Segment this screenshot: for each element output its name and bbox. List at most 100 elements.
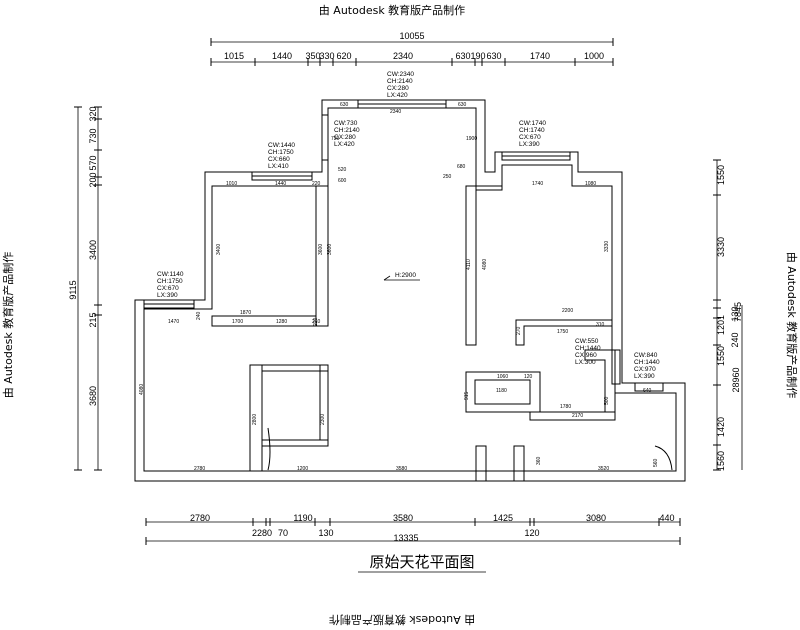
room-dim: 240 [196,311,202,320]
spec-line: CH:2140 [334,127,360,134]
room-dim: 640 [643,388,652,394]
top-seg: 2340 [393,51,413,61]
spec-line: CH:1750 [157,278,183,285]
watermark-left: 由 Autodesk 教育版产品制作 [1,252,15,398]
room-dim: 1010 [226,181,237,187]
spec-line: LX:420 [334,141,355,148]
room-dim: 1470 [168,319,179,325]
top-seg: 1015 [224,51,244,61]
room-dim: 1200 [297,466,308,472]
room-dim: 4080 [482,259,488,270]
room-dim: 2300 [320,414,326,425]
room-dim: 680 [457,164,466,170]
spec-line: LX:390 [519,141,540,148]
wall-segment [261,364,329,372]
bottom-seg: 3080 [586,513,606,523]
spec-line: LX:420 [387,92,408,99]
bottom-seg: 130 [318,528,333,538]
room-dim: 730 [331,136,340,142]
room-dim: 1740 [532,181,543,187]
room-dim: 915 [464,391,470,400]
room-dim: 220 [313,317,319,326]
door-arc [654,445,673,471]
room-dim: 1280 [276,319,287,325]
drawing-title: 原始天花平面图 [369,553,474,571]
wall-segment [475,445,487,482]
spec-line: CH:1440 [634,359,660,366]
right-seg: 1201 [716,315,726,335]
bottom-total-label: 13335 [393,533,418,543]
spec-line: LX:390 [157,292,178,299]
spec-line: CW:1740 [519,120,546,127]
spec-line: CX:280 [387,85,409,92]
room-dim: 600 [338,178,347,184]
window-spec: CW:550 CH:1440 CX:960 LX:300 [575,338,601,366]
room-dim: 560 [653,458,659,467]
room-dim: 360 [536,456,542,465]
spec-line: LX:410 [268,163,289,170]
left-seg: 3680 [88,386,98,406]
right-dimensions: 1550 3330 130 240 1201 1550 1420 1560 78… [713,159,743,471]
bottom-seg: 70 [278,528,288,538]
room-dim: 220 [312,181,321,187]
spec-line: CX:670 [519,134,541,141]
window-spec: CW:730 CH:2140 CX:280 LX:420 [334,120,360,148]
interior-walls [211,185,673,482]
room-dim: 210 [312,319,321,325]
left-seg: 200 [88,172,98,187]
wall-segment [261,439,329,447]
window-spec: CW:1140 CH:1750 CX:670 LX:390 [157,271,184,299]
spec-line: CH:2140 [387,78,413,85]
spec-line: CH:1750 [268,149,294,156]
ceiling-height-marker: H:2900 [383,272,420,281]
room-dim: 2340 [390,109,401,115]
watermark-bottom: 由 Autodesk 教育版产品制作 [329,613,475,627]
room-dim: 1080 [585,181,596,187]
spec-line: CX:660 [268,156,290,163]
window-spec: CW:1740 CH:1740 CX:670 LX:390 [519,120,546,148]
room-dim: 1700 [232,319,243,325]
wall-segment [474,379,531,405]
window-spec: CW:840 CH:1440 CX:970 LX:390 [634,352,660,380]
spec-line: LX:300 [575,359,596,366]
room-dim: 4080 [139,384,145,395]
right-seg: 130 [730,306,740,321]
spec-line: CW:2340 [387,71,414,78]
room-dim: 4110 [466,259,472,270]
spec-line: CW:840 [634,352,658,359]
left-seg: 320 [88,106,98,121]
room-dim: 1870 [240,310,251,316]
room-dim: 3600 [327,244,333,255]
spec-line: CX:670 [157,285,179,292]
top-seg: 1000 [584,51,604,61]
bottom-seg: 1425 [493,513,513,523]
top-dimensions: 10055 1015 1440 350 330 620 2340 630 190… [210,31,614,66]
wall-segment [211,315,317,327]
bottom-seg: 440 [659,513,674,523]
spec-line: CX:280 [334,134,356,141]
bottom-seg: 2280 [252,528,272,538]
room-dim: 630 [458,102,467,108]
wall-segment [513,445,525,482]
outer-walls [134,99,686,482]
left-seg: 730 [88,128,98,143]
right-total-label: 7845 [733,302,743,322]
right-total2-label: 28960 [731,367,741,392]
bottom-seg: 1190 [293,513,312,523]
top-seg: 330 [319,51,334,61]
top-seg: 350 [305,51,320,61]
room-dim: 2170 [572,413,583,419]
room-dim: 310 [596,322,605,328]
height-arrow [383,275,391,281]
room-dim: 520 [338,167,347,173]
room-dim: 3520 [598,466,609,472]
left-seg: 3400 [88,240,98,260]
wall-segment [515,319,613,346]
wall-segment [315,185,329,327]
top-seg: 630 [455,51,470,61]
room-dim: 2780 [194,466,205,472]
window-right-lower [634,382,664,392]
room-dim: 630 [340,102,349,108]
top-seg: 630 [486,51,501,61]
